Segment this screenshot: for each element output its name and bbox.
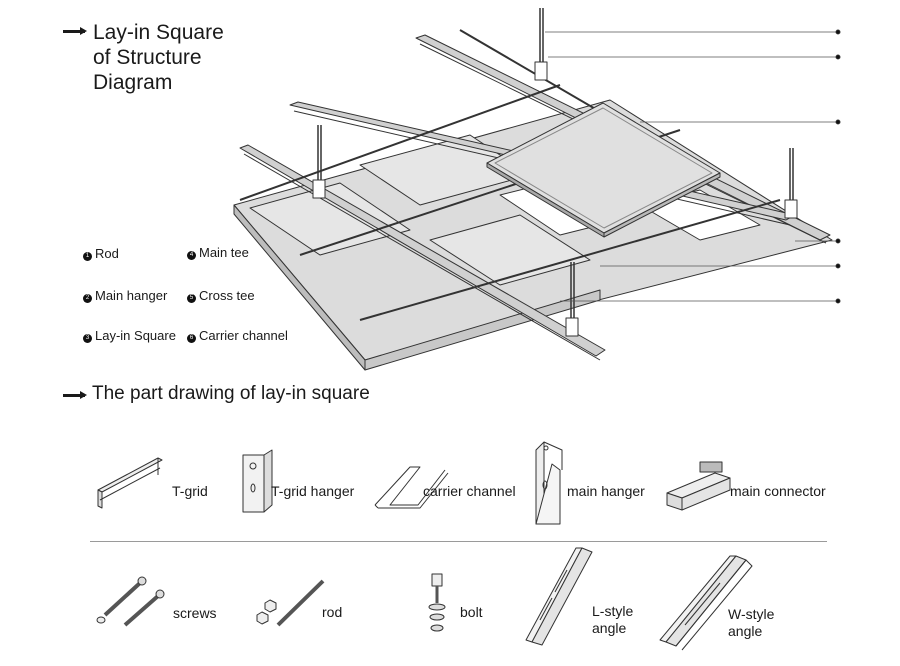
diagram-title: Lay-in Square of Structure Diagram xyxy=(93,20,224,95)
part-label-main-connector: main connector xyxy=(730,483,826,499)
legend-number-badge: 1 xyxy=(83,252,92,261)
legend-number-badge: 3 xyxy=(83,334,92,343)
main-hanger-icon xyxy=(535,441,563,525)
legend-label: Main hanger xyxy=(95,288,168,303)
main-tee-1 xyxy=(239,84,561,201)
part-label-carrier-channel: carrier channel xyxy=(423,483,516,499)
part-label-w-style-angle: W-style angle xyxy=(728,606,775,639)
rod-2 xyxy=(317,125,322,185)
legend-number-badge: 4 xyxy=(187,251,196,260)
tile-1 xyxy=(249,182,411,256)
legend-label: Main tee xyxy=(199,245,249,260)
section-title: The part drawing of lay-in square xyxy=(92,383,370,404)
rod-icon xyxy=(256,579,325,627)
legend-number-badge: 6 xyxy=(187,334,196,343)
part-label-rod: rod xyxy=(322,604,343,620)
diagram-title-line-3: Diagram xyxy=(93,71,173,94)
legend-number-badge: 5 xyxy=(187,294,196,303)
section-divider xyxy=(90,541,827,542)
carrier-channel-icon xyxy=(374,466,449,509)
part-label-t-grid: T-grid xyxy=(172,483,208,499)
rod-1 xyxy=(539,8,544,65)
t-grid-hanger-icon xyxy=(242,449,273,513)
diagram-title-line-1: Lay-in Square xyxy=(93,21,224,44)
w-style-angle-icon xyxy=(659,555,753,651)
rod-3 xyxy=(789,148,794,205)
main-hanger-4 xyxy=(565,317,579,337)
part-label-screws: screws xyxy=(173,605,217,621)
callout-leaders xyxy=(545,29,841,304)
legend-label: Rod xyxy=(95,246,119,261)
main-hanger-1 xyxy=(534,61,548,81)
part-label-t-grid-hanger: T-grid hanger xyxy=(271,483,355,499)
part-label-bolt: bolt xyxy=(460,604,483,620)
l-style-angle-icon xyxy=(525,547,593,646)
main-tee-3 xyxy=(359,199,781,321)
title-arrow-icon xyxy=(63,27,87,35)
main-hanger-3 xyxy=(784,199,798,219)
section-arrow-icon xyxy=(63,391,87,399)
legend-label: Carrier channel xyxy=(199,328,288,343)
ceiling-field-edge-front xyxy=(364,289,601,371)
part-label-l-style-angle: L-style angle xyxy=(592,603,634,636)
legend-label: Lay-in Square xyxy=(95,328,176,343)
legend-label: Cross tee xyxy=(199,288,255,303)
bolt-icon xyxy=(428,573,446,632)
lay-in-square-panel xyxy=(486,102,721,238)
t-grid-icon xyxy=(97,457,163,509)
part-label-main-hanger: main hanger xyxy=(567,483,645,499)
tile-3 xyxy=(429,214,591,286)
diagram-title-line-2: of Structure xyxy=(93,46,202,69)
main-hanger-2 xyxy=(312,179,326,199)
screws-icon xyxy=(96,576,165,627)
legend-number-badge: 2 xyxy=(83,294,92,303)
main-connector-icon xyxy=(666,461,731,511)
rod-4 xyxy=(570,262,575,322)
